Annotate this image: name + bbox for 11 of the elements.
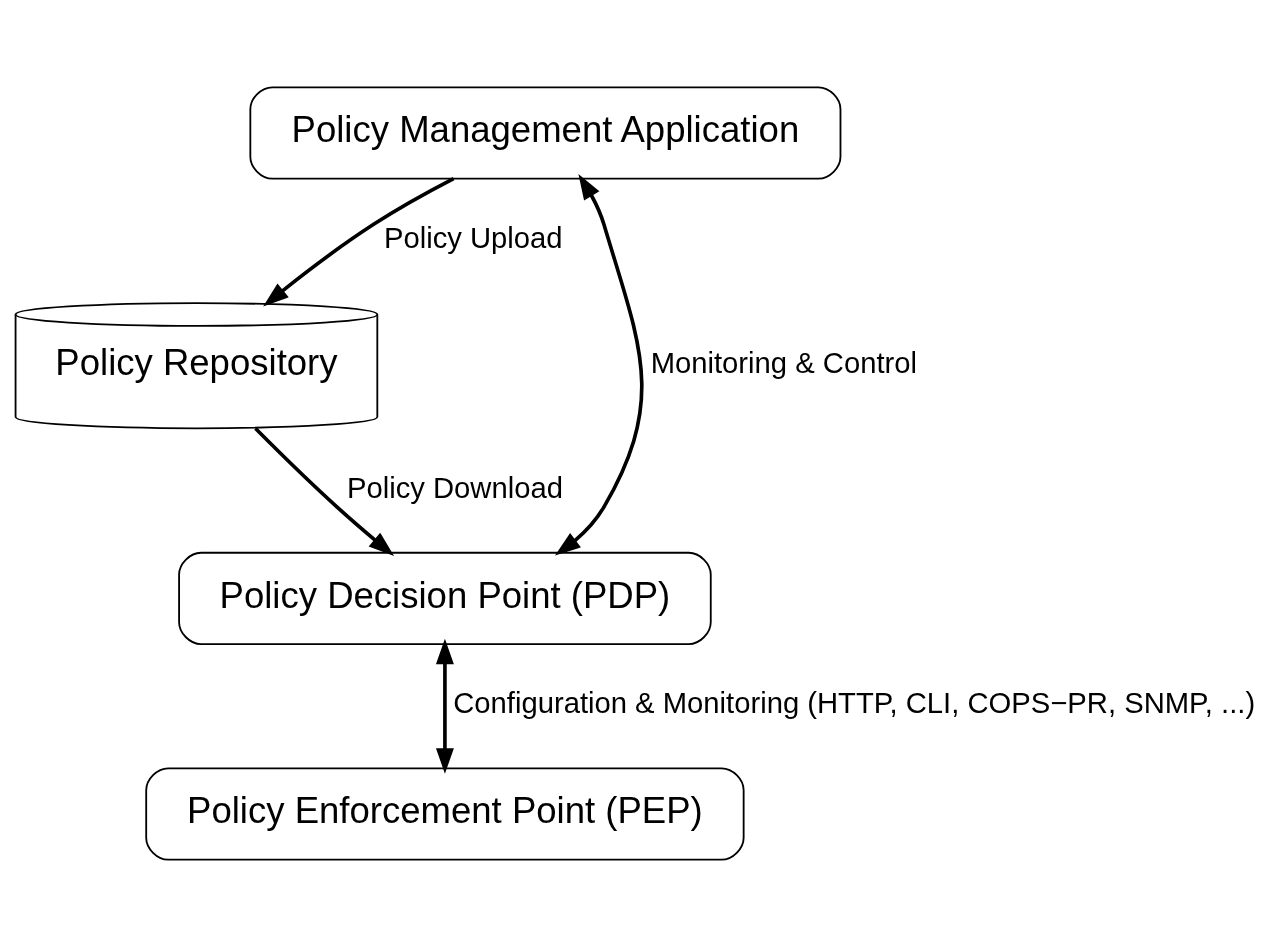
edge-label: Policy Upload	[383, 221, 563, 254]
arrow	[555, 174, 644, 556]
node-box: Policy Management Application	[249, 86, 842, 180]
arrow	[254, 427, 395, 556]
node-box: Policy Decision Point (PDP)	[178, 551, 712, 645]
edge-label: Configuration & Monitoring (HTTP, CLI, COPS−PR, SNMP, ...)	[453, 687, 1256, 720]
arrow	[435, 638, 454, 774]
node-box: Policy Enforcement Point (PEP)	[145, 767, 745, 861]
edge-label: Monitoring & Control	[650, 346, 918, 379]
edge-label: Policy Download	[346, 471, 563, 504]
arrow	[263, 177, 455, 307]
